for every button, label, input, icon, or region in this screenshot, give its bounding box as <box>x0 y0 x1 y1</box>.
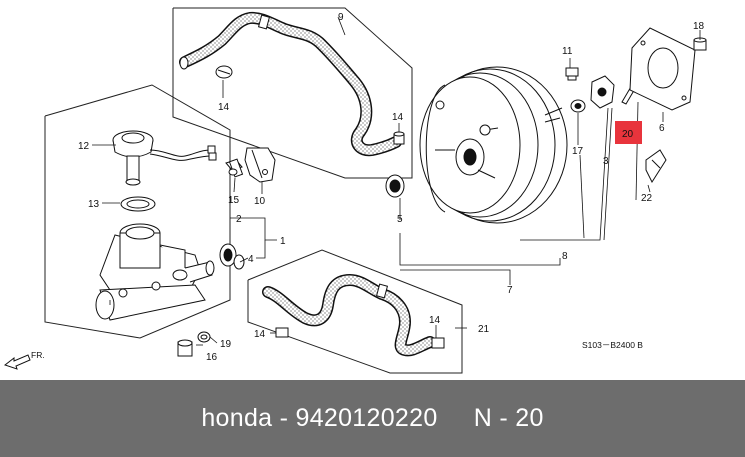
highlight-box-20 <box>615 121 642 144</box>
hose-9-frame <box>172 7 413 179</box>
clip-22 <box>645 149 667 184</box>
callout-22: 22 <box>641 193 653 204</box>
callout-14b: 14 <box>392 112 404 123</box>
callout-8: 8 <box>562 251 568 262</box>
callout-20: 20 <box>622 129 634 140</box>
callout-6: 6 <box>659 123 665 134</box>
pin-19 <box>197 331 211 343</box>
callout-11: 11 <box>562 46 573 57</box>
gasket-6 <box>629 27 696 111</box>
callout-3: 3 <box>603 156 609 167</box>
master-cylinder-frame <box>44 84 231 339</box>
callout-21: 21 <box>478 324 490 335</box>
callout-7: 7 <box>507 285 513 296</box>
callout-9: 9 <box>338 12 344 23</box>
callout-14a: 14 <box>218 102 230 113</box>
front-label: FR. <box>31 350 45 360</box>
bolt-11 <box>565 67 579 81</box>
callout-1: 1 <box>280 236 286 247</box>
callout-2: 2 <box>236 214 242 225</box>
joint-3 <box>590 75 615 109</box>
bolt-15 <box>225 158 244 178</box>
callout-14c: 14 <box>254 329 266 340</box>
hose-21-frame <box>247 249 463 374</box>
callout-12: 12 <box>78 141 90 152</box>
reservoir-cap-12 <box>112 130 217 186</box>
reference-code: S103－B2400 B <box>582 340 643 350</box>
spacer <box>438 404 474 433</box>
callout-15: 15 <box>228 195 240 206</box>
brake-booster-parts-diagram: 9 14 12 13 15 10 2 1 4 19 16 14 5 8 7 11… <box>3 7 707 374</box>
master-cylinder-2 <box>95 223 215 321</box>
grommet-14-booster <box>393 131 405 145</box>
callout-18: 18 <box>693 21 705 32</box>
vacuum-hose-21 <box>262 273 445 357</box>
callout-17: 17 <box>572 146 584 157</box>
nut-17 <box>570 99 586 113</box>
bracket-10 <box>244 147 276 183</box>
callout-10: 10 <box>254 196 266 207</box>
vacuum-hose-9 <box>179 11 402 157</box>
brand-name: honda <box>201 404 273 432</box>
callout-5: 5 <box>397 214 403 225</box>
diagram-position: N - 20 <box>473 404 544 432</box>
callout-16: 16 <box>206 352 218 363</box>
front-arrow-icon <box>3 354 31 370</box>
grommet-5 <box>385 174 405 198</box>
callout-19: 19 <box>220 339 232 350</box>
callout-4: 4 <box>248 254 254 265</box>
separator: - <box>272 404 296 432</box>
part-info-footer: honda - 9420120220 N - 20 <box>0 380 745 457</box>
cap-16 <box>177 339 193 357</box>
callout-labels: 9 14 12 13 15 10 2 1 4 19 16 14 5 8 7 11… <box>31 12 705 363</box>
seal-4 <box>219 243 245 270</box>
brake-booster-5 <box>419 66 568 224</box>
part-number: 9420120220 <box>295 404 438 432</box>
callout-13: 13 <box>88 199 100 210</box>
filter-13 <box>120 196 156 212</box>
callout-14d: 14 <box>429 315 441 326</box>
leader-lines <box>92 16 701 346</box>
